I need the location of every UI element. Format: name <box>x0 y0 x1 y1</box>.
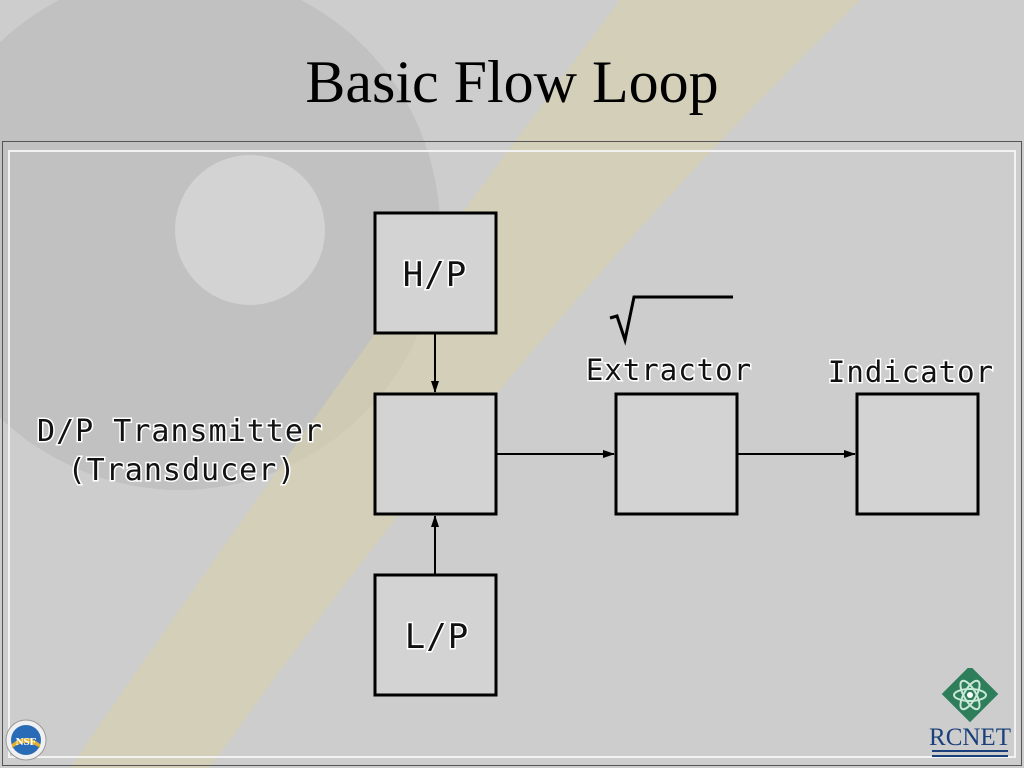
transmitter-box <box>373 392 498 516</box>
indicator-box <box>855 392 980 516</box>
nsf-logo-text: NSF <box>16 736 37 748</box>
extractor-box <box>614 392 739 516</box>
slide-title: Basic Flow Loop <box>305 49 719 115</box>
indicator-label: Indicator <box>828 355 994 389</box>
lp-box <box>373 573 498 697</box>
rcnet-logo: RCNET <box>929 668 1011 757</box>
extractor-label: Extractor <box>586 353 752 387</box>
hp-box <box>373 211 498 335</box>
rcnet-logo-text: RCNET <box>929 724 1011 751</box>
hp-label: H/P <box>403 255 467 295</box>
diagram-frame-inner <box>8 150 1016 758</box>
nsf-logo: NSF <box>5 719 47 761</box>
square-root-icon <box>609 295 733 346</box>
transmitter-label-line1: D/P Transmitter <box>37 414 323 449</box>
lp-label: L/P <box>405 617 469 657</box>
diagram-frame <box>2 141 1022 766</box>
transmitter-label-line2: (Transducer) <box>68 453 297 488</box>
